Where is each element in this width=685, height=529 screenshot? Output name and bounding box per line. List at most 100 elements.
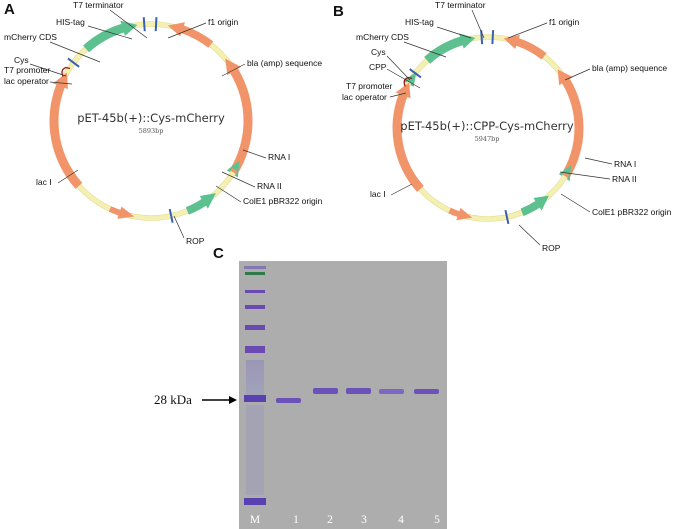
rna2-arrow xyxy=(185,193,216,215)
plasmid-b-features xyxy=(392,30,584,225)
ladder-smear xyxy=(246,405,264,495)
label-a-bla: bla (amp) sequence xyxy=(247,58,322,68)
label-a-his-tag: HIS-tag xyxy=(56,17,85,27)
leader-b-lac1 xyxy=(390,183,413,196)
leader-a-rna2 xyxy=(221,171,256,188)
lane-label-5: 5 xyxy=(434,514,440,526)
leader-b-rop xyxy=(518,224,541,246)
label-a-t7-promoter: T7 promoter xyxy=(4,65,50,75)
his-tag-site xyxy=(142,17,146,32)
ladder-smear xyxy=(246,360,264,395)
lane-label-3: 3 xyxy=(361,514,367,526)
leader-b-cys xyxy=(386,55,411,81)
ladder-band xyxy=(244,266,266,269)
label-a-cole1: ColE1 pBR322 origin xyxy=(243,196,323,206)
leader-a-cole1 xyxy=(215,185,242,203)
leader-a-his-tag xyxy=(87,25,133,40)
label-b-rop: ROP xyxy=(542,243,561,253)
band-lane-5 xyxy=(414,389,439,394)
bla-arrow xyxy=(225,58,253,175)
plasmid-b-name: pET-45b(+)::CPP-Cys-mCherry xyxy=(400,119,574,133)
label-b-t7-terminator: T7 terminator xyxy=(435,0,486,10)
label-b-f1-origin: f1 origin xyxy=(549,17,580,27)
leader-a-lac1 xyxy=(57,169,79,184)
leader-b-rna1 xyxy=(584,157,613,165)
leader-a-rna1 xyxy=(242,149,267,159)
panel-letter-c: C xyxy=(213,245,224,262)
label-b-rna2: RNA II xyxy=(612,174,637,184)
band-lane-4 xyxy=(379,389,404,394)
lane-label-2: 2 xyxy=(327,514,333,526)
ladder-band xyxy=(245,290,265,293)
band-lane-2 xyxy=(313,388,338,394)
ladder-lane xyxy=(244,266,266,505)
label-b-bla: bla (amp) sequence xyxy=(592,63,667,73)
band-lane-1 xyxy=(276,398,301,403)
ladder-band xyxy=(245,325,265,330)
plasmid-a-features xyxy=(49,17,253,223)
leader-a-bla xyxy=(221,63,246,77)
label-a-mcherry-cds: mCherry CDS xyxy=(4,32,57,42)
leader-b-lac-operator xyxy=(389,92,407,98)
label-b-rna1: RNA I xyxy=(614,159,636,169)
cys-site xyxy=(67,57,80,68)
label-b-cole1: ColE1 pBR322 origin xyxy=(592,207,672,217)
label-b-cpp: CPP xyxy=(369,62,387,72)
label-a-t7-terminator: T7 terminator xyxy=(73,0,124,10)
leader-a-t7-terminator xyxy=(109,9,148,39)
rna2-arrow xyxy=(520,195,549,217)
lac1-arrow xyxy=(49,72,83,189)
lac1-arrow xyxy=(392,82,424,192)
t7-terminator-site xyxy=(491,30,495,45)
label-b-cys: Cys xyxy=(371,47,386,57)
leader-a-f1-origin xyxy=(167,22,207,39)
ladder-band xyxy=(244,498,266,505)
label-a-cys: Cys xyxy=(14,55,29,65)
f1-origin-arrow xyxy=(167,22,214,48)
leader-b-cole1 xyxy=(560,193,591,213)
leader-b-mcherry-cds xyxy=(403,41,447,58)
band-lane-3 xyxy=(346,388,371,394)
label-a-rna2: RNA II xyxy=(257,181,282,191)
ladder-band xyxy=(245,346,265,353)
ladder-band-28kda xyxy=(244,395,266,402)
marker-arrow-icon xyxy=(229,396,237,404)
leader-a-lac-operator xyxy=(49,81,73,85)
lane-label-m: M xyxy=(250,514,260,526)
plasmid-a-name: pET-45b(+)::Cys-mCherry xyxy=(77,111,225,125)
label-b-his-tag: HIS-tag xyxy=(405,17,434,27)
label-b-mcherry-cds: mCherry CDS xyxy=(356,32,409,42)
label-a-rna1: RNA I xyxy=(268,152,290,162)
mcherry-cds-arrow xyxy=(424,33,476,64)
cys-site xyxy=(409,68,422,79)
lane-label-4: 4 xyxy=(398,514,404,526)
panel-letter-a: A xyxy=(4,1,15,18)
rna1-arrow xyxy=(226,160,240,178)
label-a-lac-operator: lac operator xyxy=(4,76,49,86)
cole1-site xyxy=(504,209,510,225)
marker-28kda-label: 28 kDa xyxy=(154,392,192,407)
ladder-band xyxy=(245,305,265,309)
leader-a-cys xyxy=(29,63,67,77)
plasmid-map-b: B pET-45b(+)::CPP-Cys-mCherry 5947bp T7 … xyxy=(333,0,672,253)
rop-arrow xyxy=(108,206,135,219)
panel-letter-b: B xyxy=(333,3,344,20)
gel-background xyxy=(239,261,447,529)
cole1-site xyxy=(168,208,174,223)
leader-b-f1-origin xyxy=(507,22,548,39)
leader-b-his-tag xyxy=(436,26,472,39)
plasmid-map-a: A pET-45b(+)::Cys-mCherry 5893bp T7 term… xyxy=(4,0,323,246)
rna1-arrow xyxy=(558,165,572,182)
ladder-band-green xyxy=(245,272,265,275)
t7-promoter-icon xyxy=(403,76,413,87)
f1-origin-arrow xyxy=(503,34,547,60)
label-b-t7-promoter: T7 promoter xyxy=(346,81,392,91)
label-a-rop: ROP xyxy=(186,236,205,246)
lane-label-1: 1 xyxy=(293,514,299,526)
label-a-lac1: lac I xyxy=(36,177,52,187)
label-b-lac1: lac I xyxy=(370,189,386,199)
mcherry-cds-arrow xyxy=(83,20,138,53)
label-a-f1-origin: f1 origin xyxy=(208,17,239,27)
leader-a-rop xyxy=(173,215,185,239)
